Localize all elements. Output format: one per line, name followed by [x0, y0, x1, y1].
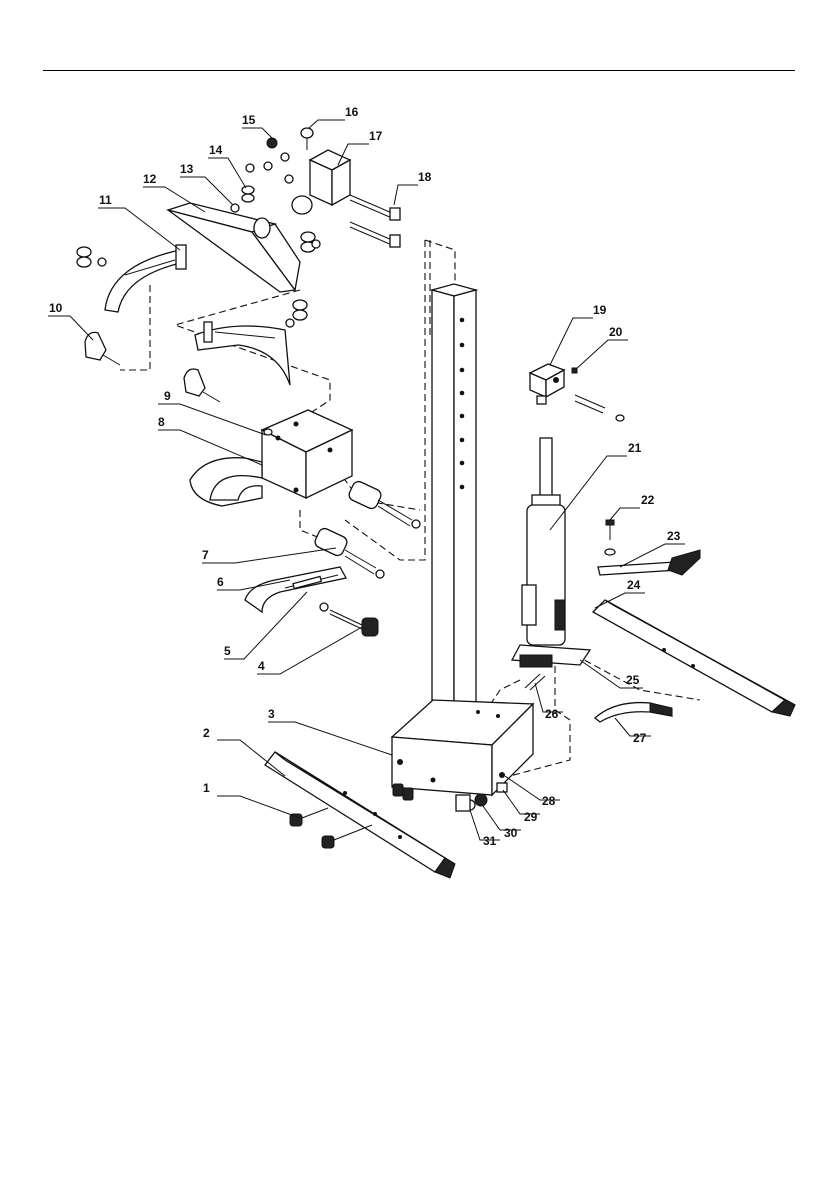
callout-3: 3 [268, 707, 275, 721]
callout-1: 1 [203, 781, 210, 795]
right-foot-rail [593, 600, 795, 716]
assembly-guide-lines [120, 240, 700, 780]
callout-22: 22 [641, 493, 655, 507]
callout-16: 16 [345, 105, 359, 119]
top-bracket [292, 128, 400, 247]
callout-leader-lines [48, 120, 685, 840]
callout-29: 29 [524, 810, 538, 824]
callout-9: 9 [164, 389, 171, 403]
callout-7: 7 [202, 548, 209, 562]
callout-10: 10 [49, 301, 63, 315]
callout-numbers: 1 2 3 4 5 6 7 8 9 10 11 12 13 14 15 16 1… [49, 105, 681, 848]
hydraulic-cylinder [512, 438, 590, 667]
pump-pedal [598, 520, 700, 575]
callout-31: 31 [483, 834, 497, 848]
callout-28: 28 [542, 794, 556, 808]
callout-21: 21 [628, 441, 642, 455]
callout-4: 4 [258, 659, 265, 673]
callout-20: 20 [609, 325, 623, 339]
callout-14: 14 [209, 143, 223, 157]
callout-6: 6 [217, 575, 224, 589]
callout-18: 18 [418, 170, 432, 184]
callout-8: 8 [158, 415, 165, 429]
callout-26: 26 [545, 707, 559, 721]
callout-19: 19 [593, 303, 607, 317]
carriage-pins [313, 480, 420, 578]
main-column [432, 284, 476, 760]
callout-27: 27 [633, 731, 647, 745]
callout-17: 17 [369, 129, 383, 143]
callout-12: 12 [143, 172, 157, 186]
callout-15: 15 [242, 113, 256, 127]
linkage-rod [525, 674, 545, 690]
callout-24: 24 [627, 578, 641, 592]
cylinder-head-block [530, 364, 624, 421]
upper-clamp [168, 203, 300, 292]
foot-pedal [595, 703, 672, 722]
lower-clamp-and-knob [245, 567, 378, 636]
callout-2: 2 [203, 726, 210, 740]
carriage-assembly [190, 410, 352, 506]
callout-5: 5 [224, 644, 231, 658]
callout-23: 23 [667, 529, 681, 543]
callout-25: 25 [626, 673, 640, 687]
callout-11: 11 [99, 193, 112, 207]
callout-13: 13 [180, 162, 194, 176]
callout-30: 30 [504, 826, 518, 840]
